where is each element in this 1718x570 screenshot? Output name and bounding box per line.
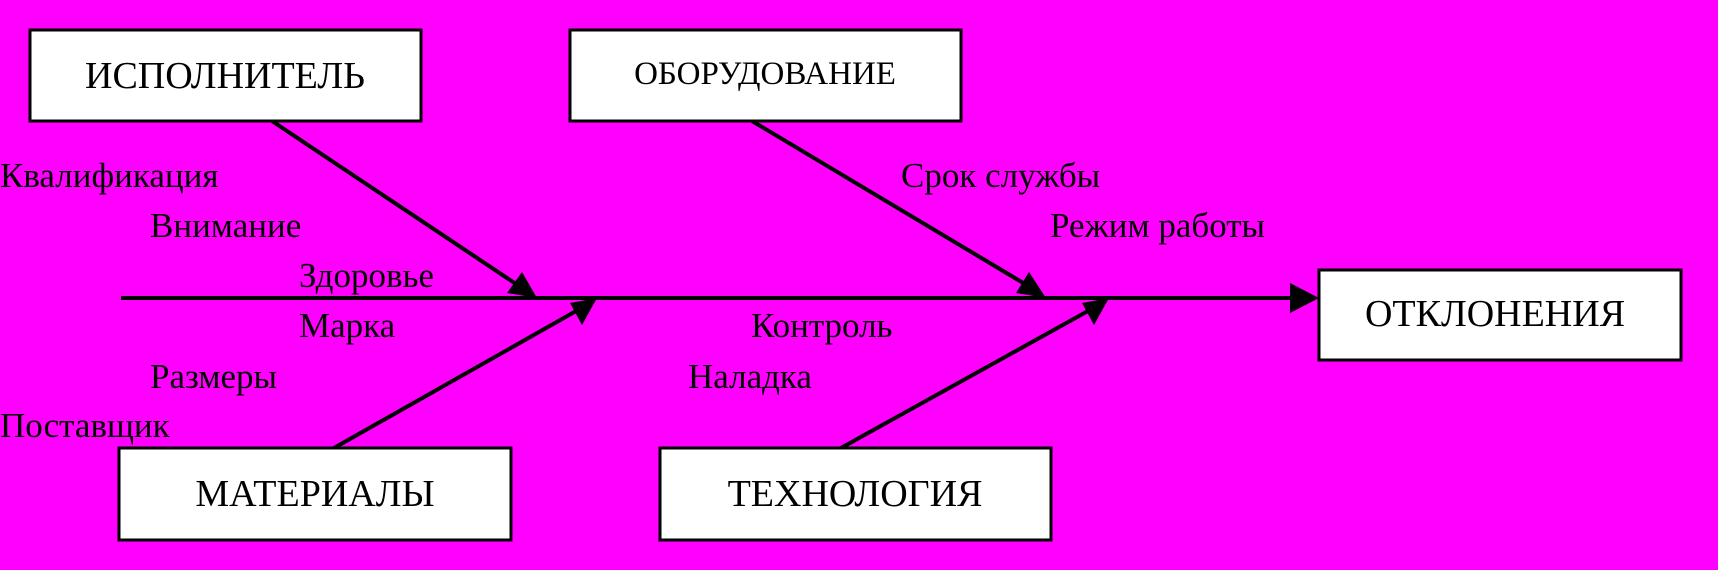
category-box-performer: ИСПОЛНИТЕЛЬ [28,28,423,123]
category-box-materials: МАТЕРИАЛЫ [117,446,513,542]
category-box-equipment: ОБОРУДОВАНИЕ [568,28,963,123]
arrowhead-performer-icon [507,272,537,298]
bone-performer [270,119,527,292]
cause-label: Поставщик [0,406,171,445]
cause-label: Контроль [751,306,893,345]
category-title: МАТЕРИАЛЫ [195,473,434,515]
category-title: ОБОРУДОВАНИЕ [634,56,896,92]
cause-label: Марка [299,306,396,345]
cause-label: Квалификация [0,156,218,195]
category-box-technology: ТЕХНОЛОГИЯ [658,446,1053,542]
cause-label: Внимание [150,206,301,245]
bone-materials [333,304,586,450]
cause-label: Наладка [688,357,812,396]
bone-technology [840,304,1098,450]
arrowhead-materials-icon [570,298,597,325]
category-title: ИСПОЛНИТЕЛЬ [85,55,365,97]
spine-arrowhead-icon [1290,283,1319,313]
bone-equipment [750,119,1037,292]
arrowhead-equipment-icon [1016,272,1046,298]
cause-label: Здоровье [299,256,434,295]
effect-box: ОТКЛОНЕНИЯ [1317,268,1683,362]
cause-label: Срок службы [901,156,1100,195]
arrowhead-technology-icon [1082,298,1109,325]
cause-label: Режим работы [1050,206,1265,245]
effect-title: ОТКЛОНЕНИЯ [1365,293,1625,335]
category-title: ТЕХНОЛОГИЯ [728,473,983,515]
cause-label: Размеры [150,357,277,396]
